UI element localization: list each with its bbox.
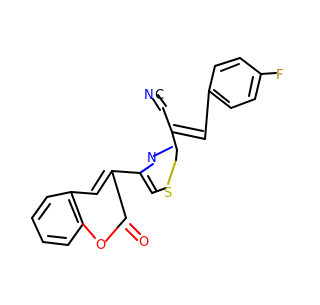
vinyl-linker bbox=[171, 90, 210, 140]
sulfur-label-thiazole: S bbox=[164, 186, 172, 201]
nitrile-group bbox=[152, 94, 173, 133]
nitrogen-label-nitrile: N bbox=[144, 88, 154, 103]
oxygen-label-carbonyl: O bbox=[139, 235, 149, 250]
nitrogen-label-thiazole: N bbox=[147, 151, 157, 166]
fluorine-label: F bbox=[276, 68, 283, 83]
carbon-label-nitrile: C bbox=[155, 88, 164, 103]
structure-canvas: N C F N S O O bbox=[31, 57, 283, 253]
oxygen-label-ring: O bbox=[96, 238, 106, 253]
fluorophenyl-ring bbox=[208, 57, 277, 109]
molecule-structure: N C F N S O O bbox=[31, 57, 283, 253]
coumarin-ring-system bbox=[31, 170, 141, 246]
thiazole-ring bbox=[139, 131, 178, 194]
